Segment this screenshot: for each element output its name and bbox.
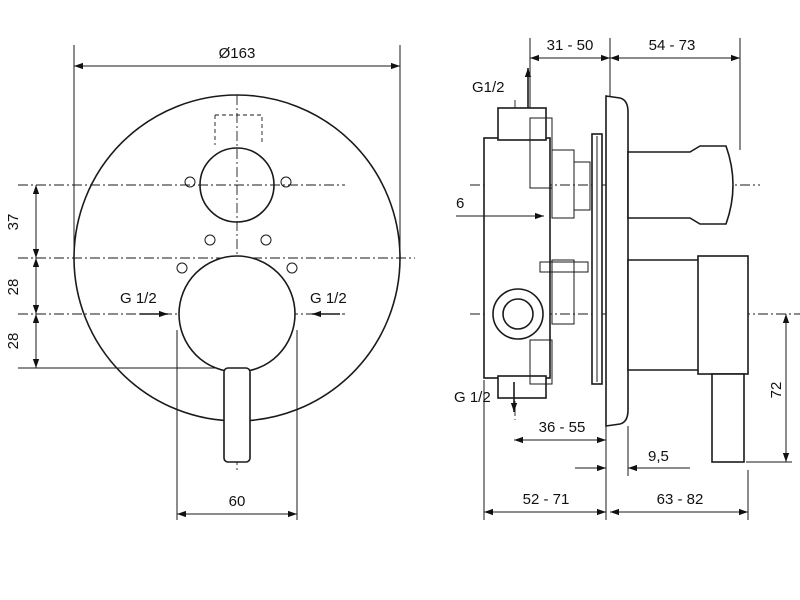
diverter-knob <box>199 147 275 223</box>
dim-52-71-label: 52 - 71 <box>523 491 570 508</box>
valve-box <box>483 137 551 379</box>
lever-handle <box>223 367 251 463</box>
inlet-port-inner <box>502 298 534 330</box>
box-flange-top <box>497 107 547 141</box>
screw-boss-ml <box>204 234 216 246</box>
dim-63-82-label: 63 - 82 <box>657 491 704 508</box>
screw-boss-br <box>286 262 298 274</box>
box-rib-2 <box>529 339 553 385</box>
dim-72-label: 72 <box>768 382 785 399</box>
spindle-upper <box>573 161 591 211</box>
hidden-body-outline <box>214 114 263 145</box>
mixer-knob <box>178 255 296 373</box>
inlet-left-label: G 1/2 <box>120 290 157 307</box>
mixer-handle-side <box>627 259 701 371</box>
dim-6-label: 6 <box>456 195 464 212</box>
screw-boss-bl <box>176 262 188 274</box>
dim-37-label: 37 <box>5 214 22 231</box>
dim-9-5-label: 9,5 <box>648 448 669 465</box>
screw-boss-tl <box>184 176 196 188</box>
lever-side <box>711 373 745 463</box>
cartridge-lower <box>551 259 575 325</box>
front-view: Ø163 37 28 28 G 1/2 G 1/2 60 <box>5 45 415 520</box>
cartridge-upper <box>551 149 575 219</box>
dim-60-label: 60 <box>229 493 246 510</box>
inlet-right-label: G 1/2 <box>310 290 347 307</box>
outlet-top-label: G1/2 <box>472 79 505 96</box>
outlet-bottom-label: G 1/2 <box>454 389 491 406</box>
box-flange-bottom <box>497 375 547 399</box>
screw-lower <box>539 261 589 273</box>
dim-28-upper-label: 28 <box>5 279 22 296</box>
diverter-handle-side <box>627 145 734 225</box>
mixer-lever-cap <box>697 255 749 375</box>
cover-plate-profile <box>605 95 629 427</box>
screw-boss-mr <box>260 234 272 246</box>
screw-boss-tr <box>280 176 292 188</box>
dim-36-55-label: 36 - 55 <box>539 419 586 436</box>
dim-31-50-label: 31 - 50 <box>547 37 594 54</box>
dim-28-lower-label: 28 <box>5 333 22 350</box>
side-view: G1/2 G 1/2 31 - 50 54 - 73 6 72 36 - 55 … <box>454 37 800 520</box>
inlet-port-outer <box>492 288 544 340</box>
diameter-label: Ø163 <box>219 45 256 62</box>
dim-54-73-label: 54 - 73 <box>649 37 696 54</box>
